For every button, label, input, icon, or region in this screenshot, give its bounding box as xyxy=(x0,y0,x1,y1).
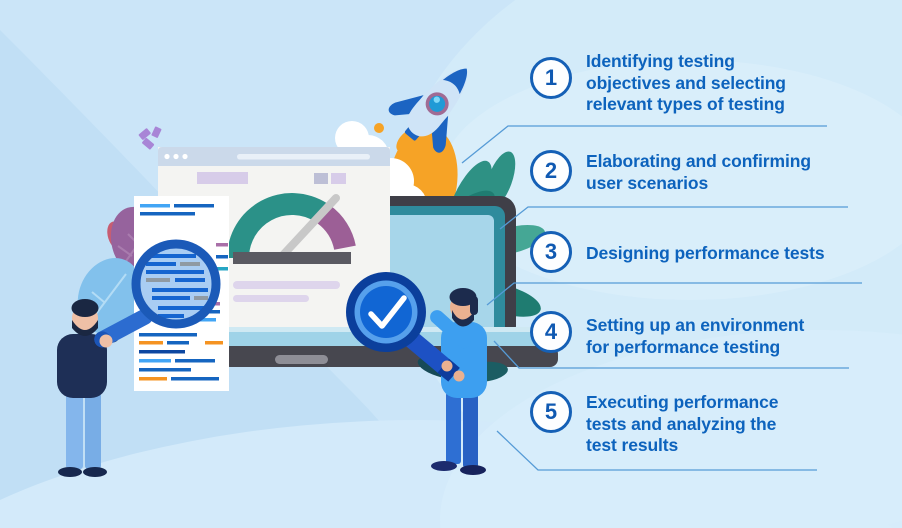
analyst-person-icon xyxy=(57,299,120,477)
step-4-line: Setting up an environment xyxy=(586,315,805,335)
analyst-hand xyxy=(99,334,113,348)
step-3-line: Designing performance tests xyxy=(586,243,825,263)
speedometer-gauge-icon xyxy=(227,193,356,264)
step-4-number-badge: 4 xyxy=(530,311,572,353)
step-1-line: objectives and selecting xyxy=(586,72,786,93)
connector-line-2 xyxy=(499,206,848,230)
step-2-line: Elaborating and confirming xyxy=(586,151,811,171)
magnifier-check-icon xyxy=(346,272,465,382)
magnifier-code-icon xyxy=(94,239,221,348)
step-5-number-badge: 5 xyxy=(530,391,572,433)
step-2-label: Elaborating and confirming user scenario… xyxy=(586,151,878,194)
step-5-line: Executing performance xyxy=(586,392,779,412)
connector-lines xyxy=(461,125,862,471)
connector-line-5 xyxy=(496,430,817,471)
check-icon xyxy=(368,295,407,329)
sparkle-icon xyxy=(138,126,162,150)
step-1-number-badge: 1 xyxy=(530,57,572,99)
step-3-number-badge: 3 xyxy=(530,231,572,273)
step-4-line: for performance testing xyxy=(586,336,781,357)
tester-person-icon xyxy=(430,288,487,475)
browser-dot xyxy=(173,153,179,160)
magnified-code-lines xyxy=(146,254,208,318)
browser-dot xyxy=(164,153,170,160)
tester-hand xyxy=(453,370,465,382)
step-5-label: Executing performance tests and analyzin… xyxy=(586,392,878,457)
step-3-label: Designing performance tests xyxy=(586,243,878,265)
connector-line-3 xyxy=(486,282,862,306)
step-5-line: tests and analyzing the xyxy=(586,413,777,434)
step-4-label: Setting up an environment for performanc… xyxy=(586,315,878,358)
step-2-line: user scenarios xyxy=(586,172,709,193)
connector-line-1 xyxy=(461,125,827,164)
step-1-line: relevant types of testing xyxy=(586,94,785,114)
browser-dot xyxy=(182,153,188,160)
browser-address-bar xyxy=(237,154,370,160)
gauge-needle xyxy=(279,194,340,259)
step-2-number-badge: 2 xyxy=(530,150,572,192)
step-5-line: test results xyxy=(586,435,679,455)
tester-hand xyxy=(441,360,453,372)
connector-line-4 xyxy=(493,340,849,369)
step-1-line: Identifying testing xyxy=(586,51,735,71)
step-1-label: Identifying testing objectives and selec… xyxy=(586,51,878,116)
rocket-icon xyxy=(388,68,468,153)
